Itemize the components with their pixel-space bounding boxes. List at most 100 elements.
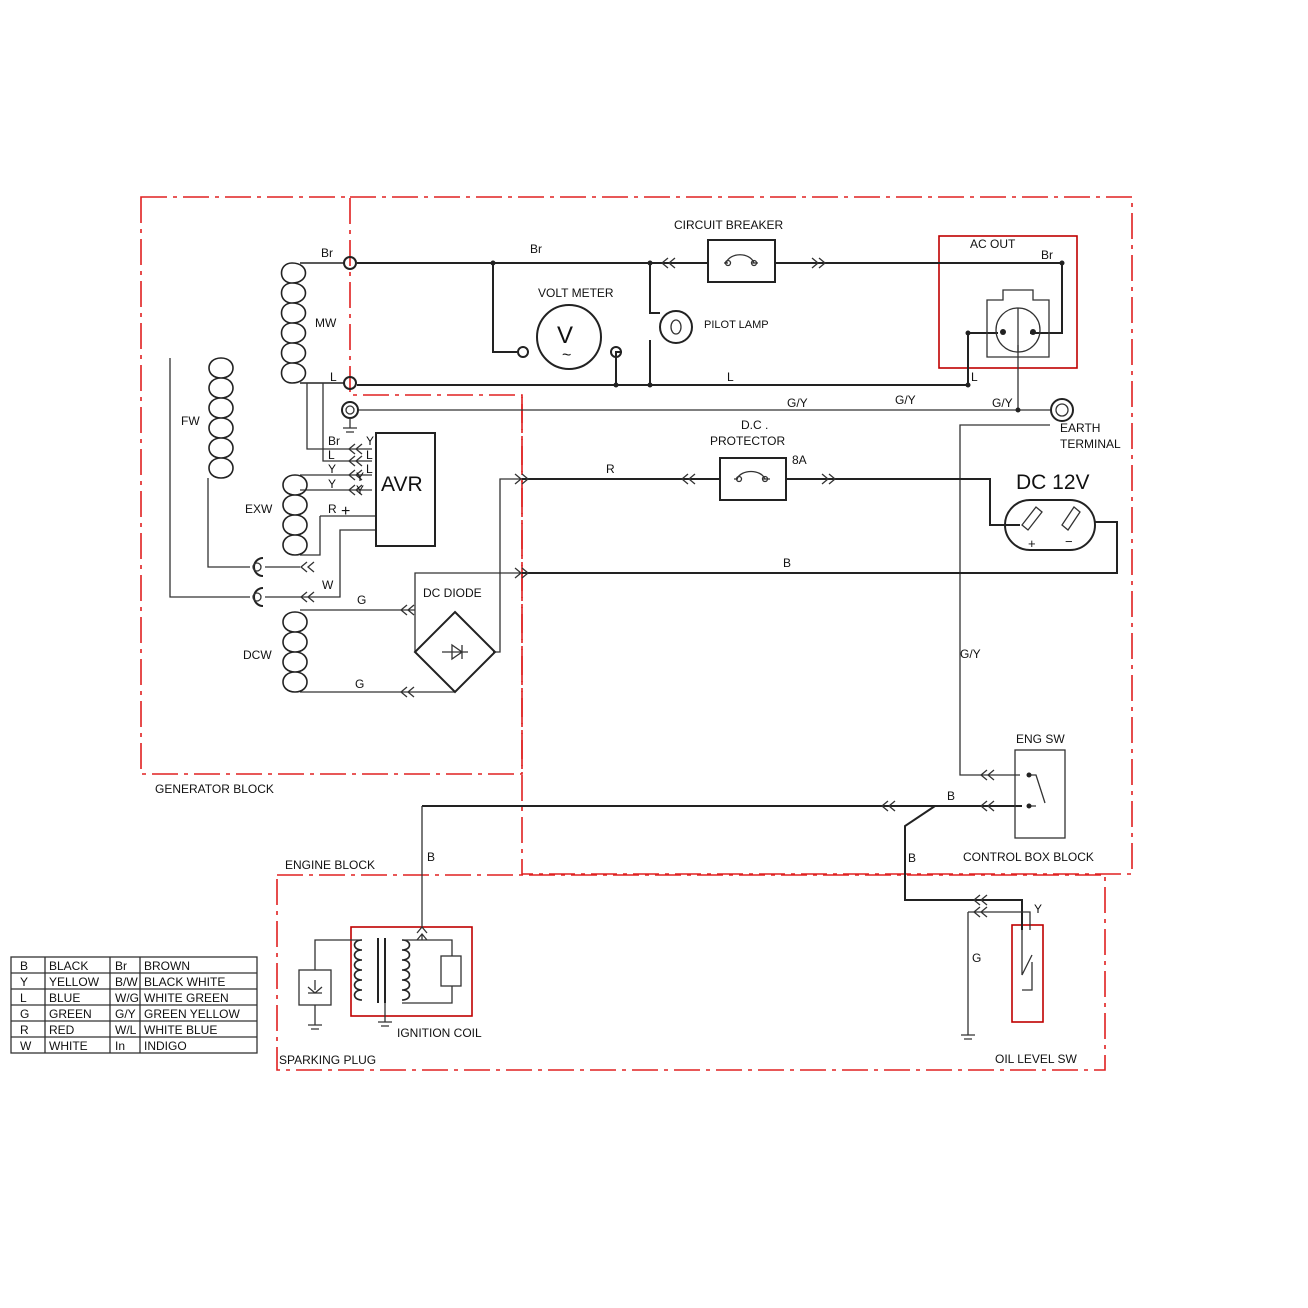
volt-meter-terminal-left [517, 346, 529, 358]
legend-cell-color: YELLOW [49, 975, 100, 989]
dcw-coil [282, 611, 308, 693]
slip-ring-brushes [252, 557, 264, 607]
ignition-capacitor [440, 955, 462, 987]
pilot-lamp-circle [659, 310, 693, 344]
avr: AVR [375, 432, 436, 547]
terminal-l [343, 376, 357, 390]
mw-coil [280, 262, 293, 384]
dc-protector-symbol [734, 470, 770, 480]
oil-level-sw: OIL LEVEL SW [961, 930, 1077, 1066]
ac-out-outlet: AC OUT [970, 237, 1050, 358]
legend-cell-color2: WHITE BLUE [144, 1023, 217, 1037]
winding-label-dcw: DCW [243, 648, 272, 662]
dc-protector-label-1: D.C . [741, 418, 768, 432]
wire-fw-right [207, 478, 250, 568]
wire-label: Y [328, 477, 336, 491]
wire-label: G/Y [895, 393, 916, 407]
fw-coil [208, 357, 234, 479]
eng-sw-dot [1026, 803, 1032, 809]
wire-label: G [355, 677, 364, 691]
legend-cell-color2: BROWN [144, 959, 190, 973]
wire-b-ctrl-down [904, 805, 1023, 930]
connector-chevron [514, 567, 530, 579]
junction-dot [613, 382, 619, 388]
wire-label: G/Y [787, 396, 808, 410]
dc-12v-minus: − [1065, 534, 1073, 549]
wire-label: B [908, 851, 916, 865]
brush-lower [253, 587, 264, 607]
wire-label: Br [1041, 248, 1053, 262]
legend-cell-code2: In [115, 1039, 125, 1053]
ac-out-box [938, 235, 1078, 369]
terminal-br [343, 256, 357, 270]
connectors [299, 257, 995, 941]
sparking-plug-label: SPARKING PLUG [279, 1053, 376, 1067]
connector-chevron [416, 925, 428, 941]
dc-protector-box [719, 457, 787, 501]
connector-chevron [979, 769, 995, 781]
legend-cell-code2: G/Y [115, 1007, 136, 1021]
junction-dot [965, 382, 971, 388]
connector-chevron [347, 443, 363, 455]
wire-label: R [606, 462, 615, 476]
earth-terminal-label-1: EARTH [1060, 421, 1100, 435]
junction-dot [647, 382, 653, 388]
legend-cell-code2: W/L [115, 1023, 137, 1037]
oil-level-sw-contact [1021, 930, 1033, 991]
connector-chevron [299, 591, 315, 603]
wire-r-right [786, 478, 1020, 526]
terminals [341, 256, 359, 433]
ignition-secondary [401, 939, 411, 1001]
wire-label: L [330, 370, 337, 384]
dc-protector-contact [761, 475, 769, 483]
outlet-pin [1000, 329, 1006, 335]
wire-label: Y [328, 462, 336, 476]
junction-dot [1059, 260, 1065, 266]
eng-sw-label: ENG SW [1016, 732, 1065, 746]
wire-label: L [328, 448, 335, 462]
pilot-lamp-filament [670, 319, 682, 335]
terminal-gy-inner [345, 405, 355, 415]
breaker-contact [750, 259, 758, 267]
wire-b [522, 521, 1118, 574]
wire-label: G [972, 951, 981, 965]
wires [169, 262, 1118, 1035]
legend-cell-color2: WHITE GREEN [144, 991, 229, 1005]
circuit-breaker: CIRCUIT BREAKER [674, 218, 783, 283]
eng-sw: ENG SW [1014, 732, 1066, 839]
ignition-wiring [314, 935, 453, 1027]
outlet-body [986, 289, 1050, 358]
eng-sw-contact [1029, 774, 1046, 807]
sparking-plug: SPARKING PLUG [279, 969, 376, 1067]
legend-cell-color2: BLACK WHITE [144, 975, 225, 989]
legend-cell-code2: W/G [115, 991, 139, 1005]
legend-cell-code2: Br [115, 959, 127, 973]
pilot-lamp-label: PILOT LAMP [704, 319, 769, 331]
wire-label: R [328, 502, 337, 516]
wire-label: Br [530, 242, 542, 256]
connector-chevron [880, 800, 896, 812]
labels: GENERATOR BLOCK ENGINE BLOCK CONTROL BOX… [155, 242, 1094, 965]
dc-protector-contact [735, 475, 743, 483]
dc-winding [282, 611, 308, 693]
control-box-block-label: CONTROL BOX BLOCK [963, 850, 1094, 864]
control-box-block-outline [350, 196, 1133, 875]
wire-label: Br [328, 434, 340, 448]
main-winding [280, 262, 307, 384]
sparking-plug-gap [307, 980, 323, 1030]
exw-coil [282, 474, 308, 556]
earth-terminal: EARTH TERMINAL [1050, 398, 1121, 451]
breaker-symbol [724, 254, 758, 264]
connector-chevron [811, 257, 827, 269]
legend-cell-code2: B/W [115, 975, 138, 989]
eng-sw-box [1014, 749, 1066, 839]
wire-label: B [947, 789, 955, 803]
brush-upper [253, 557, 264, 577]
legend-cell-color2: INDIGO [144, 1039, 187, 1053]
generator-block-label: GENERATOR BLOCK [155, 782, 274, 796]
wire-label: G/Y [960, 647, 981, 661]
legend-cell-color: RED [49, 1023, 75, 1037]
connector-chevron [347, 484, 363, 496]
connector-chevron [680, 473, 696, 485]
wire-w [265, 529, 375, 598]
